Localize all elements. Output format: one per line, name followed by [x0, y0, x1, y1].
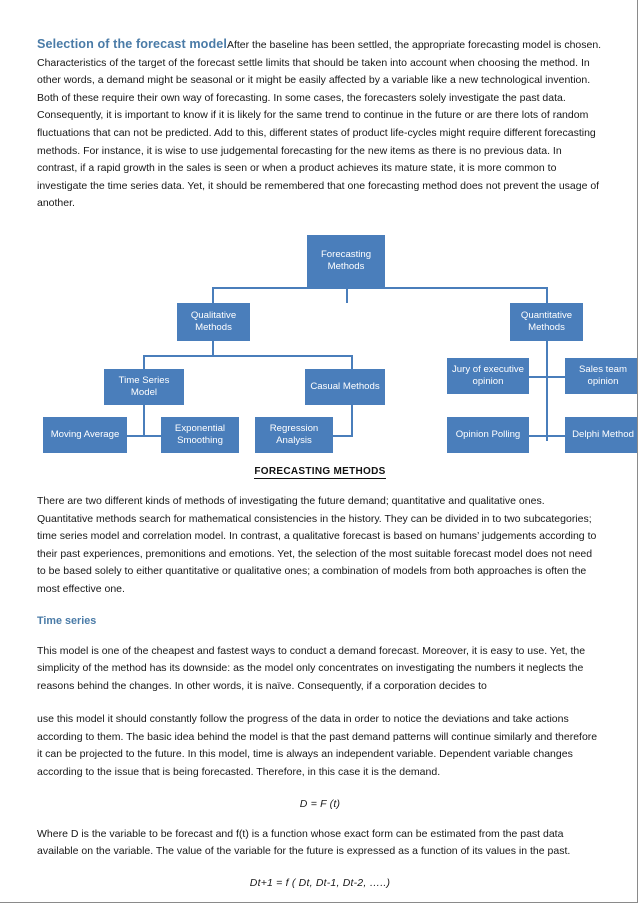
- spacer: [37, 810, 603, 826]
- spacer: [37, 627, 603, 643]
- connector-to-casual-methods: [351, 354, 353, 369]
- figure-caption: FORECASTING METHODS: [37, 465, 603, 479]
- connector-to-jury-opinion: [529, 375, 548, 378]
- figure-caption-text: FORECASTING METHODS: [254, 465, 386, 479]
- connector-qualitative-down: [212, 340, 214, 357]
- node-time-series-model-label: Time Series Model: [118, 374, 170, 398]
- spacer: [37, 695, 603, 711]
- connector-quantitative-down: [546, 340, 548, 441]
- connector-level3-bus-left: [143, 354, 353, 357]
- spacer: [37, 453, 603, 466]
- node-opinion-polling-label: Opinion Polling: [455, 428, 521, 440]
- page-title: Selection of the forecast model: [37, 37, 227, 51]
- node-jury-of-executive-opinion[interactable]: Jury of executive opinion: [447, 357, 529, 394]
- time-series-paragraph-1: This model is one of the cheapest and fa…: [37, 644, 586, 692]
- node-delphi-method-label: Delphi Method: [572, 428, 634, 440]
- node-qualitative-methods[interactable]: Qualitative Methods: [177, 302, 250, 341]
- spacer: [37, 782, 603, 798]
- document-content: Selection of the forecast modelAfter the…: [37, 36, 637, 889]
- spacer: [37, 213, 603, 231]
- connector-to-delphi-method: [546, 434, 565, 437]
- connector-to-quantitative: [546, 286, 548, 303]
- connector-to-opinion-polling: [529, 434, 548, 437]
- node-opinion-polling[interactable]: Opinion Polling: [447, 416, 529, 453]
- node-casual-methods[interactable]: Casual Methods: [305, 368, 385, 405]
- node-sales-team-opinion[interactable]: Sales team opinion: [565, 357, 637, 394]
- forecasting-methods-diagram: Forecasting Methods Qualitative Methods …: [37, 231, 637, 453]
- intro-paragraph-text: After the baseline has been settled, the…: [37, 39, 602, 210]
- connector-to-exponential-smoothing: [143, 434, 161, 437]
- node-exponential-smoothing[interactable]: Exponential Smoothing: [161, 416, 239, 453]
- spacer: [37, 477, 603, 493]
- time-series-paragraph-2: use this model it should constantly foll…: [37, 713, 598, 779]
- intro-paragraph: Selection of the forecast modelAfter the…: [37, 36, 603, 213]
- formula-recursive-function: Dt+1 = f ( Dt, Dt-1, Dt-2, …..): [249, 876, 391, 889]
- connector-time-series-down: [143, 404, 145, 437]
- node-regression-analysis[interactable]: Regression Analysis: [255, 416, 333, 453]
- node-quantitative-methods-label: Quantitative Methods: [520, 309, 573, 333]
- node-forecasting-methods-label: Forecasting Methods: [320, 248, 372, 272]
- connector-to-regression-analysis: [333, 434, 353, 437]
- node-forecasting-methods[interactable]: Forecasting Methods: [307, 234, 385, 287]
- node-quantitative-methods[interactable]: Quantitative Methods: [510, 302, 583, 341]
- node-casual-methods-label: Casual Methods: [310, 380, 380, 392]
- formula-demand-function: D = F (t): [299, 797, 341, 810]
- node-delphi-method[interactable]: Delphi Method: [565, 416, 637, 453]
- connector-root-down: [346, 286, 348, 303]
- node-qualitative-methods-label: Qualitative Methods: [190, 309, 237, 333]
- methods-overview-paragraph: There are two different kinds of methods…: [37, 494, 597, 595]
- connector-to-qualitative: [212, 286, 214, 303]
- spacer: [37, 599, 603, 615]
- connector-to-sales-team: [546, 375, 565, 378]
- node-time-series-model[interactable]: Time Series Model: [104, 368, 184, 405]
- connector-level2-bus: [212, 286, 548, 289]
- node-jury-of-executive-opinion-label: Jury of executive opinion: [452, 363, 524, 387]
- connector-to-moving-average: [127, 434, 145, 437]
- node-moving-average[interactable]: Moving Average: [43, 416, 127, 453]
- spacer: [37, 861, 603, 877]
- node-moving-average-label: Moving Average: [50, 428, 120, 440]
- connector-casual-down: [351, 404, 353, 437]
- node-sales-team-opinion-label: Sales team opinion: [579, 363, 627, 387]
- section-heading-time-series: Time series: [37, 614, 97, 627]
- node-exponential-smoothing-label: Exponential Smoothing: [174, 422, 226, 446]
- formula-explanation-paragraph: Where D is the variable to be forecast a…: [37, 827, 571, 858]
- connector-to-time-series: [143, 354, 145, 369]
- node-regression-analysis-label: Regression Analysis: [269, 422, 319, 446]
